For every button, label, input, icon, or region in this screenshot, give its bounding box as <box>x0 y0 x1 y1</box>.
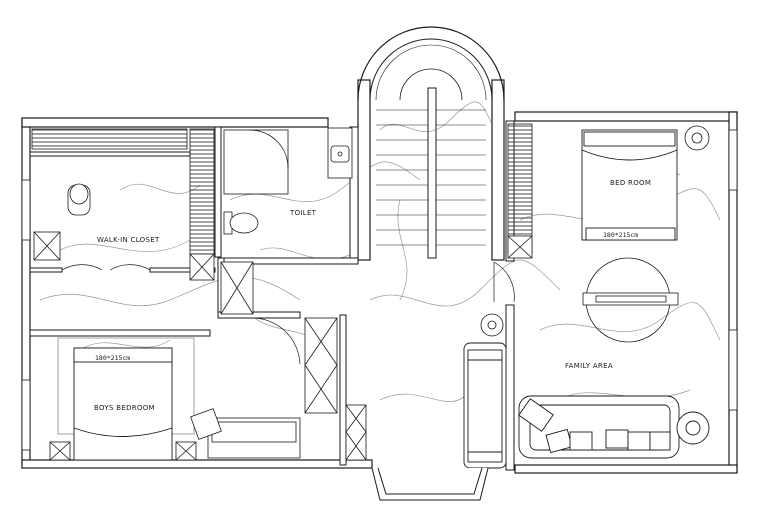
boys-desk <box>190 408 301 459</box>
storage-cabinets <box>220 261 367 461</box>
nightstand <box>684 125 710 151</box>
plant <box>480 313 504 337</box>
stair-tower <box>357 26 505 101</box>
boys-side-tables <box>49 441 197 461</box>
round-rug <box>582 257 679 343</box>
family-area-label: FAMILY AREA <box>565 362 613 370</box>
staircase <box>376 87 486 259</box>
master-bed <box>581 129 678 241</box>
wardrobes <box>31 123 533 281</box>
exterior-walls <box>21 79 738 474</box>
door-swings <box>61 261 515 365</box>
toilet-label: TOILET <box>289 209 317 217</box>
boys-bed-dimension: 180*215cm <box>95 354 130 362</box>
hallway-bench <box>463 342 507 469</box>
boys-bed <box>57 337 195 461</box>
boys-bedroom-label: BOYS BEDROOM <box>94 404 155 412</box>
bay-window <box>371 467 489 501</box>
master-bed-dimension: 180*215cm <box>603 231 638 239</box>
bed-room-label: BED ROOM <box>610 179 651 187</box>
family-sofa <box>518 395 710 459</box>
bathroom-fixtures <box>67 127 353 235</box>
right-windows <box>21 129 738 451</box>
walk-in-closet-label: WALK-IN CLOSET <box>97 236 160 244</box>
